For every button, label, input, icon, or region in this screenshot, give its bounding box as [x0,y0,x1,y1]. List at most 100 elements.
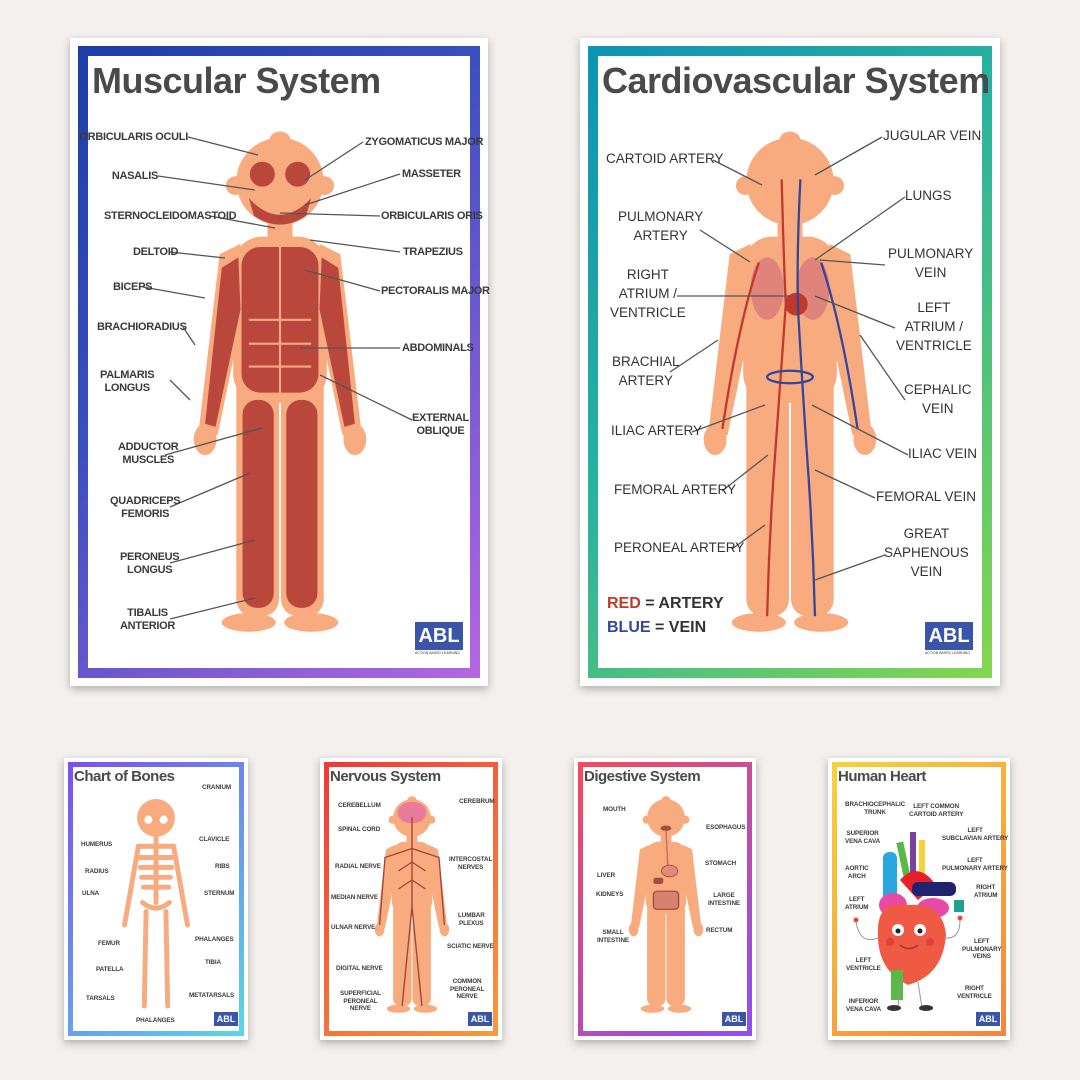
poster-title: Cardiovascular System [602,60,990,101]
poster-title: Muscular System [92,60,381,101]
label-metatarsals: METATARSALS [189,992,235,999]
nervous-figure [366,790,458,1015]
label-great-saphenous-vein: GREAT SAPHENOUS VEIN [884,526,969,579]
abl-logo: ABL [925,622,973,650]
label-small-intestine: SMALL INTESTINE [597,929,629,944]
legend-artery-text: = ARTERY [640,595,724,612]
label-left-pulmonary-veins: LEFT PULMONARY VEINS [962,938,1002,961]
poster-title: Chart of Bones [74,768,175,785]
label-right-ventricle: RIGHT VENTRICLE [957,985,992,1000]
logo-subtitle: ACTION BASED LEARNING [415,651,460,655]
label-right-atrium: RIGHT ATRIUM [974,884,998,899]
legend-blue: BLUE [607,619,651,636]
label-stomach: STOMACH [705,860,737,867]
label-spinal-cord: SPINAL CORD [338,826,381,833]
abl-logo: ABL [722,1012,746,1026]
label-brachioradius: BRACHIORADIUS [97,321,187,333]
logo-subtitle: ACTION BASED LEARNING [925,651,970,655]
label-external-oblique: EXTERNAL OBLIQUE [412,412,469,438]
abl-logo: ABL [415,622,463,650]
label-sternocleidomastoid: STERNOCLEIDOMASTOID [104,210,237,222]
label-phalanges-hand: PHALANGES [195,936,234,943]
digestive-figure [620,790,712,1015]
label-masseter: MASSETER [402,168,461,180]
cardiovascular-figure [686,112,894,642]
label-femoral-artery: FEMORAL ARTERY [614,482,737,497]
label-cephalic-vein: CEPHALIC VEIN [904,382,972,416]
label-esophagus: ESOPHAGUS [706,824,746,831]
label-femur: FEMUR [98,940,120,947]
label-intercostal-nerves: INTERCOSTAL NERVES [449,856,493,871]
label-tibalis-anterior: TIBALIS ANTERIOR [120,607,176,633]
label-patella: PATELLA [96,966,124,973]
label-cartoid-artery: CARTOID ARTERY [606,151,724,166]
label-palmaris-longus: PALMARIS LONGUS [100,369,155,395]
label-left-subclavian-artery: LEFT SUBCLAVIAN ARTERY [942,827,1009,842]
label-large-intestine: LARGE INTESTINE [708,892,740,907]
label-jugular-vein: JUGULAR VEIN [883,128,982,143]
label-superior-vena-cava: SUPERIOR VENA CAVA [845,830,881,845]
label-lumbar-plexus: LUMBAR PLEXUS [458,912,485,927]
label-kidneys: KIDNEYS [596,891,624,898]
label-abdominals: ABDOMINALS [402,342,474,354]
poster-title: Human Heart [838,768,926,785]
label-lungs: LUNGS [905,188,952,203]
abl-logo: ABL [976,1012,1000,1026]
label-nasalis: NASALIS [111,170,158,182]
label-peroneal-artery: PERONEAL ARTERY [614,540,745,555]
skeleton-figure [122,799,190,1009]
label-orbicularis-oculi: ORBICULARIS OCULI [79,131,188,143]
label-adductor-muscles: ADDUCTOR MUSCLES [118,441,179,467]
label-left-atrium-ventricle: LEFT ATRIUM / VENTRICLE [896,300,972,353]
label-superficial-peroneal-nerve: SUPERFICIAL PERONEAL NERVE [340,990,381,1013]
label-left-pulmonary-artery: LEFT PULMONARY ARTERY [942,857,1008,872]
label-radial-nerve: RADIAL NERVE [335,863,381,870]
label-zygomaticus-major: ZYGOMATICUS MAJOR [365,136,484,148]
label-left-ventricle: LEFT VENTRICLE [846,957,881,972]
label-mouth: MOUTH [603,806,626,813]
label-cerebrum: CEREBRUM [459,798,495,805]
poster-title: Digestive System [584,768,701,785]
label-pectoralis-major: PECTORALIS MAJOR [381,285,490,297]
label-aortic-arch: AORTIC ARCH [845,865,869,880]
label-cranium: CRANIUM [202,784,232,791]
poster-title: Nervous System [330,768,441,785]
muscular-figure [176,112,384,642]
label-peroneus-longus: PERONEUS LONGUS [120,551,180,577]
legend-vein-text: = VEIN [650,619,707,636]
label-quadriceps-femoris: QUADRICEPS FEMORIS [110,495,181,521]
label-left-atrium: LEFT ATRIUM [845,896,869,911]
label-tarsals: TARSALS [86,995,115,1002]
abl-logo: ABL [214,1012,238,1026]
label-brachial-artery: BRACHIAL ARTERY [612,354,680,388]
label-ulnar-nerve: ULNAR NERVE [331,924,376,931]
label-inferior-vena-cava: INFERIOR VENA CAVA [846,998,882,1013]
label-liver: LIVER [597,872,616,879]
label-humerus: HUMERUS [81,841,113,848]
label-pulmonary-vein: PULMONARY VEIN [888,246,974,280]
legend-vein: BLUE = VEIN [607,619,706,637]
label-median-nerve: MEDIAN NERVE [331,894,378,901]
label-sciatic-nerve: SCIATIC NERVE [447,943,494,950]
label-ulna: ULNA [82,890,100,897]
label-trapezius: TRAPEZIUS [403,246,463,258]
label-rectum: RECTUM [706,927,733,934]
label-right-atrium-ventricle: RIGHT ATRIUM / VENTRICLE [610,267,686,320]
abl-logo: ABL [468,1012,492,1026]
label-femoral-vein: FEMORAL VEIN [876,489,977,504]
label-brachiocephalic-trunk: BRACHIOCEPHALIC TRUNK [845,801,906,816]
label-orbicularis-oris: ORBICULARIS ORIS [381,210,483,222]
label-ribs: RIBS [215,863,230,870]
label-pulmonary-artery: PULMONARY ARTERY [618,209,704,243]
label-deltoid: DELTOID [133,246,179,258]
label-iliac-artery: ILIAC ARTERY [611,423,703,438]
label-phalanges-foot: PHALANGES [136,1017,175,1024]
label-iliac-vein: ILIAC VEIN [908,446,978,461]
label-cerebellum: CEREBELLUM [338,802,381,809]
label-common-peroneal-nerve: COMMON PERONEAL NERVE [450,978,485,1001]
label-biceps: BICEPS [113,281,153,293]
label-sternum: STERNUM [204,890,235,897]
label-tibia: TIBIA [205,959,221,966]
legend-red: RED [607,595,641,612]
label-clavicle: CLAVICLE [199,836,230,843]
